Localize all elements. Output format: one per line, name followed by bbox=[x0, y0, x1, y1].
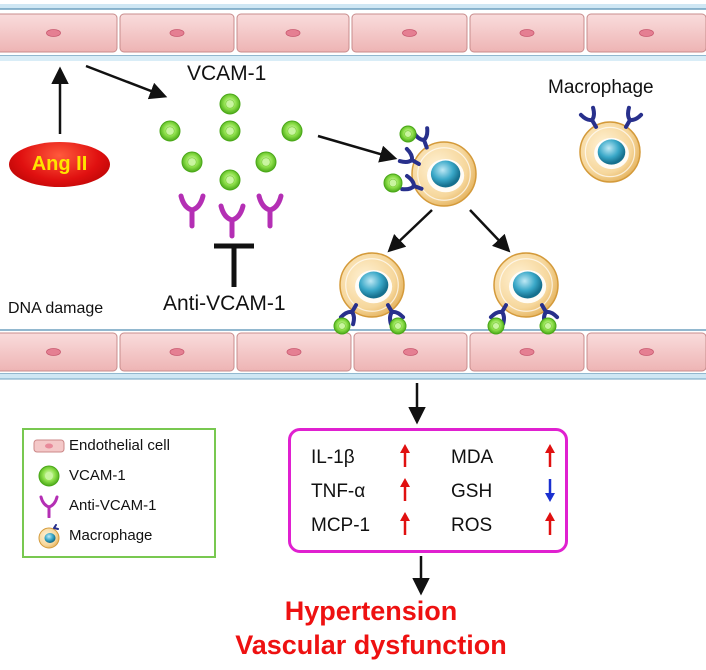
endothelium-to-vcam-arrow bbox=[85, 64, 168, 100]
receptor bbox=[400, 174, 424, 192]
vcam1-cluster bbox=[159, 93, 303, 191]
marker-tnfa: TNF-α bbox=[311, 481, 365, 503]
vcam1-molecule bbox=[159, 120, 181, 142]
angii-label: Ang II bbox=[31, 153, 88, 175]
vcam1-molecule bbox=[399, 125, 417, 143]
marker-mda: MDA bbox=[451, 447, 493, 469]
up-arrow-icon bbox=[400, 444, 410, 467]
legend-item-macrophage: Macrophage bbox=[24, 524, 214, 549]
antibody-icon bbox=[178, 193, 206, 229]
bottom-endothelium bbox=[0, 329, 706, 380]
down-arrow-icon bbox=[545, 479, 555, 502]
legend-label: Anti-VCAM-1 bbox=[69, 497, 157, 514]
receptor bbox=[338, 303, 358, 327]
endothelial-cell bbox=[469, 332, 585, 372]
anti-vcam1-antibodies bbox=[178, 193, 284, 239]
marker-name: ROS bbox=[451, 515, 493, 536]
receptor bbox=[624, 105, 644, 129]
endothelial-cell bbox=[119, 332, 235, 372]
split-arrow-right bbox=[469, 209, 511, 253]
vcam1-molecule bbox=[281, 120, 303, 142]
dna-damage-label: DNA damage bbox=[8, 300, 104, 317]
vcam1-molecule bbox=[539, 317, 557, 335]
endothelial-cell bbox=[351, 13, 468, 53]
inhibition-symbol bbox=[214, 243, 254, 287]
endothelial-cell-icon bbox=[33, 439, 65, 453]
endothelial-cell bbox=[586, 332, 706, 372]
marker-arrows bbox=[400, 444, 555, 535]
endothelial-cell bbox=[469, 13, 585, 53]
outcome-vascular-dysfunction: Vascular dysfunction bbox=[235, 630, 507, 660]
legend-label: Macrophage bbox=[69, 527, 153, 544]
receptor bbox=[397, 146, 421, 166]
marker-name: IL-1β bbox=[311, 447, 355, 468]
up-arrow-icon bbox=[545, 512, 555, 535]
top-endothelium bbox=[0, 4, 706, 61]
macrophage-cell bbox=[493, 252, 559, 318]
marker-name: GSH bbox=[451, 481, 493, 502]
macrophage-icon bbox=[38, 524, 60, 549]
marker-name: MCP-1 bbox=[311, 515, 371, 536]
endothelial-cell bbox=[236, 13, 350, 53]
vcam1-molecule bbox=[219, 120, 241, 142]
endothelial-cell bbox=[586, 13, 706, 53]
up-arrow-icon bbox=[545, 444, 555, 467]
antibody-icon bbox=[218, 203, 246, 239]
macrophage-label: Macrophage bbox=[548, 77, 654, 98]
legend-item-endothelial: Endothelial cell bbox=[24, 434, 214, 458]
vcam1-molecule bbox=[255, 151, 277, 173]
vcam1-icon bbox=[38, 465, 60, 487]
vcam1-label: VCAM-1 bbox=[187, 62, 267, 85]
outcome-hypertension: Hypertension bbox=[284, 596, 458, 626]
legend-label: VCAM-1 bbox=[69, 467, 126, 484]
vcam-to-macrophage-arrow bbox=[317, 134, 398, 163]
macrophage-cell bbox=[579, 121, 641, 183]
vcam1-molecule bbox=[389, 317, 407, 335]
legend: Endothelial cell VCAM-1 Anti-VCAM-1 Macr… bbox=[22, 428, 216, 558]
vcam1-molecule bbox=[219, 93, 241, 115]
legend-label: Endothelial cell bbox=[69, 437, 170, 454]
macrophage-cell bbox=[339, 252, 405, 318]
macrophages bbox=[333, 105, 644, 335]
endothelial-cell bbox=[236, 332, 352, 372]
endothelial-cell bbox=[353, 332, 468, 372]
marker-name: MDA bbox=[451, 447, 494, 468]
vcam1-molecule bbox=[219, 169, 241, 191]
angii-badge: Ang II bbox=[9, 142, 110, 187]
vcam1-molecule bbox=[181, 151, 203, 173]
legend-item-vcam1: VCAM-1 bbox=[24, 464, 214, 488]
receptor bbox=[412, 126, 430, 150]
marker-name: TNF-α bbox=[311, 481, 366, 502]
endothelial-cell bbox=[0, 332, 118, 372]
split-arrow-left bbox=[387, 209, 433, 253]
up-arrow-icon bbox=[400, 512, 410, 535]
receptor bbox=[488, 303, 508, 327]
receptor bbox=[578, 105, 598, 129]
endothelial-cell bbox=[119, 13, 235, 53]
endothelial-cell bbox=[0, 13, 118, 53]
vcam1-molecule bbox=[333, 317, 351, 335]
marker-mcp1: MCP-1 bbox=[311, 515, 370, 537]
marker-il1b: IL-1β bbox=[311, 447, 355, 469]
marker-gsh: GSH bbox=[451, 481, 492, 503]
vcam1-molecule bbox=[383, 173, 403, 193]
biomarker-box: IL-1β TNF-α MCP-1 MDA GSH ROS bbox=[288, 428, 568, 553]
antibody-icon bbox=[256, 193, 284, 229]
anti-vcam1-label: Anti-VCAM-1 bbox=[163, 292, 286, 315]
marker-ros: ROS bbox=[451, 515, 492, 537]
up-arrow-icon bbox=[400, 478, 410, 501]
macrophage-cell bbox=[411, 141, 477, 207]
antibody-icon bbox=[39, 495, 59, 518]
vcam1-molecule bbox=[487, 317, 505, 335]
legend-item-anti-vcam1: Anti-VCAM-1 bbox=[24, 494, 214, 518]
receptor bbox=[386, 303, 406, 327]
